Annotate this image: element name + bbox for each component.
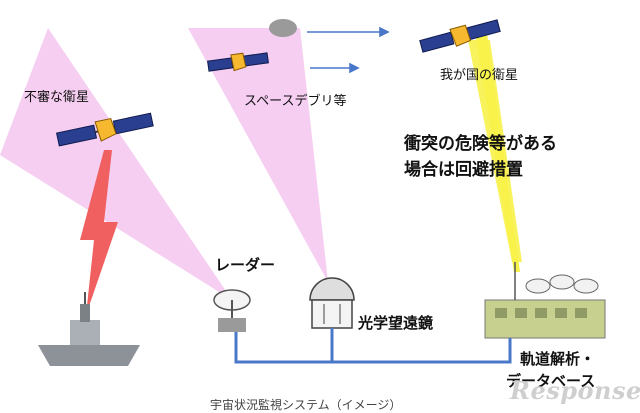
telescope-coverage-cone [188,28,328,282]
radar-coverage-cone [0,28,232,300]
ground-station-icon [484,262,606,339]
label-warning-line2: 場合は回避措置 [404,160,523,180]
space-debris-icon [269,19,297,37]
ship-icon [38,292,140,366]
label-orbit-analysis-line2: データベース [506,372,596,390]
label-space-debris: スペースデブリ等 [244,94,347,109]
radar-dish-icon [213,289,251,332]
suspicious-link-bolt [80,150,118,315]
label-radar: レーダー [215,256,276,274]
footer-caption: 宇宙状況監視システム（イメージ） [210,398,402,412]
watermark-logo: Response. [510,376,640,405]
label-orbit-analysis-line1: 軌道解析・ [520,350,596,368]
debris-satellite-icon [207,52,269,72]
ground-station-beam-spread [468,40,522,262]
label-suspicious-satellite: 不審な衛星 [24,90,90,105]
label-own-satellite: 我が国の衛星 [440,68,519,83]
label-warning-line1: 衝突の危険等がある [404,134,557,154]
debris-motion-arrows [307,26,390,74]
own-satellite-icon [419,19,501,53]
network-connection [234,328,512,364]
suspicious-satellite-icon [56,112,154,147]
telescope-dome-icon [309,277,355,329]
label-optical-telescope: 光学望遠鏡 [358,314,434,332]
